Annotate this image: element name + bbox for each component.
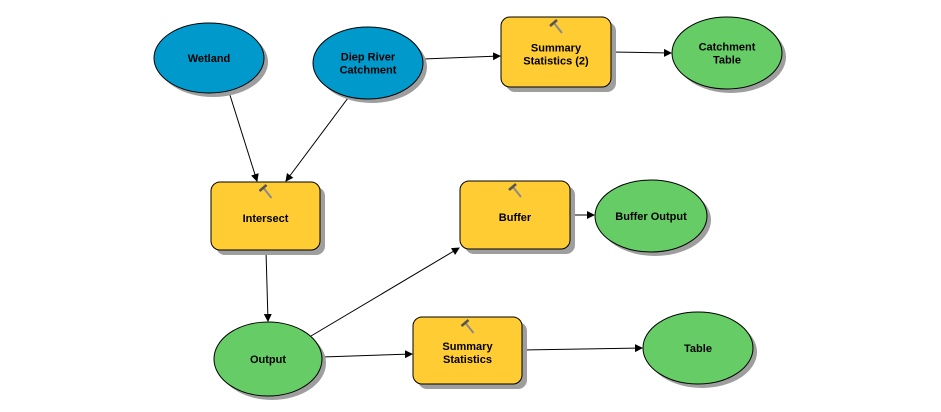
tool-box[interactable] [412, 316, 523, 385]
node-table[interactable]: Table [642, 311, 757, 388]
connector-summary-statistics-2-to-catchment-table[interactable] [610, 48, 672, 57]
connector-intersect-to-output[interactable] [263, 250, 272, 322]
node-label: Table [684, 343, 712, 355]
output-data-ellipse[interactable] [213, 321, 323, 397]
node-intersect[interactable]: Intersect [210, 181, 325, 255]
node-buffer[interactable]: Buffer [459, 180, 575, 254]
input-data-ellipse[interactable] [153, 22, 265, 94]
node-label: Statistics [443, 354, 492, 366]
node-buffer-output[interactable]: Buffer Output [594, 179, 711, 256]
output-data-ellipse[interactable] [671, 16, 783, 90]
node-label: Buffer [499, 212, 532, 224]
hammer-icon [508, 183, 522, 198]
input-data-ellipse[interactable] [312, 26, 424, 100]
hammer-icon [258, 184, 273, 199]
hammer-icon [549, 19, 563, 34]
tool-box[interactable] [500, 16, 612, 88]
node-label: Catchment [340, 65, 397, 77]
node-wetland[interactable]: Wetland [153, 22, 268, 97]
tool-box[interactable] [459, 180, 571, 250]
connector-diep-river-catchment-to-intersect[interactable] [285, 97, 349, 182]
hammer-icon [460, 319, 475, 334]
output-data-ellipse[interactable] [642, 311, 754, 385]
node-label: Summary [531, 43, 582, 55]
node-label: Summary [442, 341, 493, 353]
tool-box[interactable] [210, 181, 321, 251]
connector-summary-statistics-to-table[interactable] [521, 344, 643, 353]
node-label: Catchment [699, 42, 756, 54]
node-label: Intersect [243, 213, 289, 225]
node-output[interactable]: Output [213, 321, 326, 400]
connector-wetland-to-intersect[interactable] [228, 91, 259, 182]
connector-output-to-buffer[interactable] [310, 247, 460, 337]
output-data-ellipse[interactable] [594, 179, 708, 253]
connector-diep-river-catchment-to-summary-statistics-2[interactable] [422, 52, 501, 61]
node-label: Diep River [341, 52, 396, 64]
node-label: Wetland [188, 53, 231, 65]
node-label: Table [713, 55, 741, 67]
connector-output-to-summary-statistics[interactable] [321, 350, 413, 359]
node-label: Buffer Output [615, 211, 687, 223]
connectors [228, 48, 672, 359]
node-label: Statistics (2) [523, 56, 589, 68]
node-label: Output [250, 354, 286, 366]
